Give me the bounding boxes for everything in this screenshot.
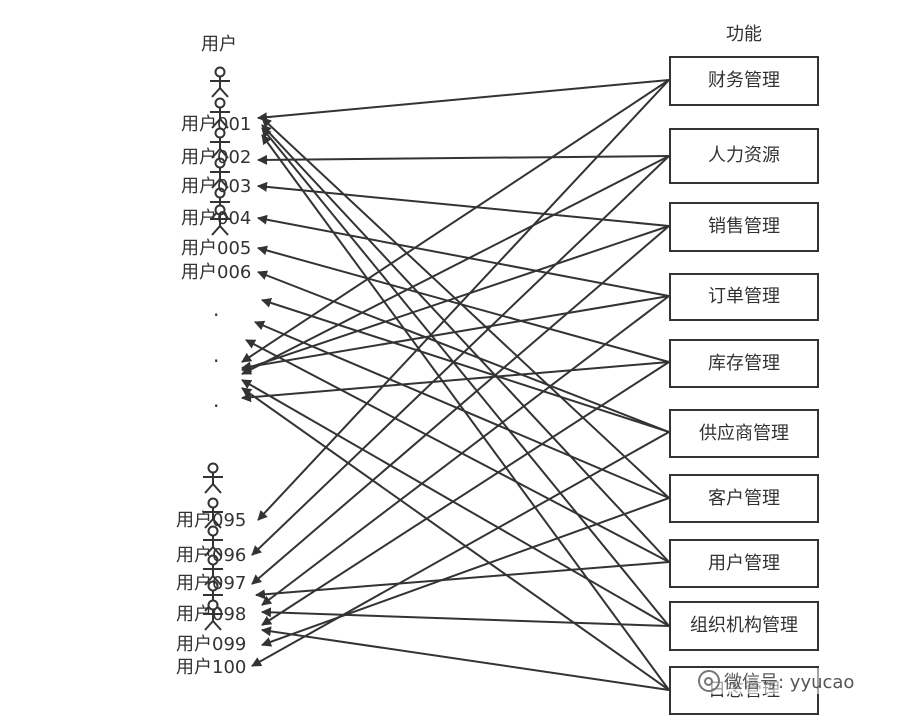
link-line xyxy=(257,181,670,227)
link-line xyxy=(261,295,670,606)
user-001-actor-icon xyxy=(209,66,231,98)
user-095-actor-icon xyxy=(202,462,224,494)
link-line xyxy=(261,117,670,499)
ellipsis-dot: · xyxy=(213,303,220,327)
link-line xyxy=(245,339,670,563)
user-label-099: 用户099 xyxy=(176,634,247,655)
function-box-user-mgmt: 用户管理 xyxy=(669,539,819,588)
link-line xyxy=(241,79,670,363)
user-label-004: 用户004 xyxy=(181,208,252,229)
user-label-098: 用户098 xyxy=(176,604,247,625)
functions-column-title: 功能 xyxy=(726,24,762,45)
user-label-097: 用户097 xyxy=(176,573,247,594)
link-line xyxy=(251,431,670,667)
watermark: 微信号: yyucao xyxy=(698,668,855,694)
user-label-002: 用户002 xyxy=(181,147,252,168)
watermark-text: 微信号: yyucao xyxy=(724,672,855,693)
link-line xyxy=(241,361,670,403)
function-box-suppliers: 供应商管理 xyxy=(669,409,819,458)
user-label-005: 用户005 xyxy=(181,238,252,259)
link-line xyxy=(241,387,670,691)
link-line xyxy=(261,124,670,563)
function-box-inventory: 库存管理 xyxy=(669,339,819,388)
function-box-hr: 人力资源 xyxy=(669,128,819,184)
link-line xyxy=(257,79,670,123)
function-box-customers: 客户管理 xyxy=(669,474,819,523)
permission-links xyxy=(241,79,670,691)
ellipsis-dot: · xyxy=(213,349,220,373)
link-line xyxy=(261,127,670,627)
link-line xyxy=(257,214,670,297)
link-line xyxy=(241,155,670,375)
function-box-orders: 订单管理 xyxy=(669,273,819,321)
link-line xyxy=(251,155,670,556)
link-line xyxy=(257,154,670,165)
user-label-100: 用户100 xyxy=(176,657,247,678)
link-line xyxy=(254,320,670,499)
function-box-finance: 财务管理 xyxy=(669,56,819,106)
user-label-006: 用户006 xyxy=(181,262,252,283)
users-column-title: 用户 xyxy=(201,34,237,55)
user-label-095: 用户095 xyxy=(176,510,247,531)
link-line xyxy=(261,134,670,691)
link-line xyxy=(261,607,670,627)
function-box-sales: 销售管理 xyxy=(669,202,819,252)
link-line xyxy=(257,270,670,433)
function-box-org: 组织机构管理 xyxy=(669,601,819,651)
user-label-096: 用户096 xyxy=(176,545,247,566)
wechat-icon xyxy=(698,670,720,692)
link-line xyxy=(261,497,670,647)
user-label-003: 用户003 xyxy=(181,176,252,197)
link-line xyxy=(241,379,670,627)
link-line xyxy=(261,626,670,691)
ellipsis-dot: · xyxy=(213,394,220,418)
user-label-001: 用户001 xyxy=(181,114,252,135)
link-line xyxy=(255,561,670,600)
link-line xyxy=(261,298,670,433)
